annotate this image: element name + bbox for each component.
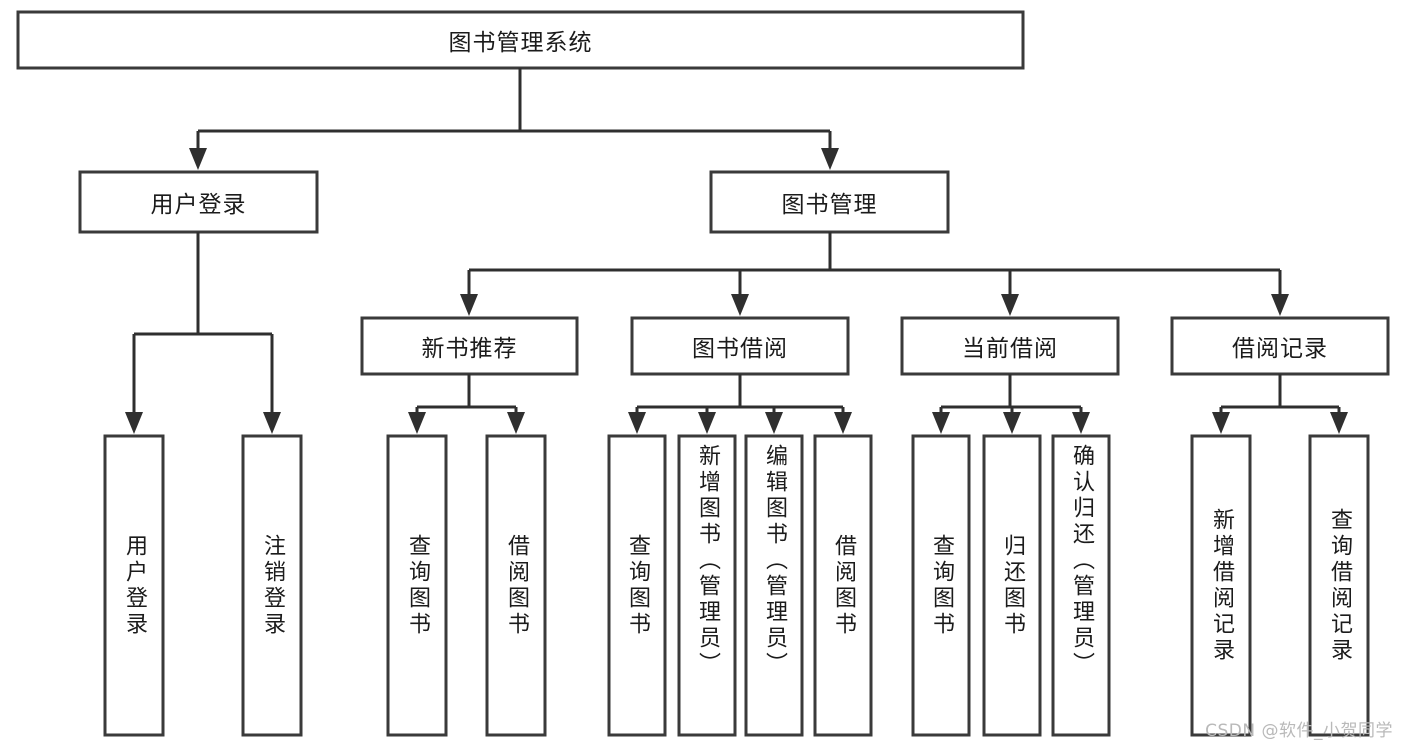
node-box-leaf-add-record[interactable]	[1190, 434, 1252, 737]
node-box-leaf-query-book-1[interactable]	[386, 434, 448, 737]
node-box-user-login[interactable]	[78, 170, 319, 234]
node-box-root[interactable]	[16, 10, 1025, 70]
node-box-leaf-user-login[interactable]	[103, 434, 165, 737]
node-box-book-manage[interactable]	[709, 170, 950, 234]
connector-book-manage-to-level3	[460, 232, 1289, 316]
connector-borrow-record-to-leaves	[1212, 374, 1348, 434]
node-box-book-borrow[interactable]	[630, 316, 850, 376]
node-box-current-borrow[interactable]	[900, 316, 1120, 376]
connector-book-borrow-to-leaves	[628, 374, 852, 434]
node-box-leaf-query-book-2[interactable]	[607, 434, 667, 737]
node-box-leaf-borrow-book-2[interactable]	[813, 434, 873, 737]
node-box-leaf-edit-book[interactable]	[744, 434, 804, 737]
node-box-new-book-recommend[interactable]	[360, 316, 579, 376]
connector-current-borrow-to-leaves	[932, 374, 1090, 434]
node-box-leaf-return-book[interactable]	[982, 434, 1042, 737]
node-box-leaf-add-book[interactable]	[677, 434, 737, 737]
csdn-watermark: CSDN @软件_小贺同学	[1205, 721, 1393, 741]
connector-root-to-level2	[189, 68, 839, 170]
node-box-leaf-user-logout[interactable]	[241, 434, 303, 737]
node-box-borrow-record[interactable]	[1170, 316, 1390, 376]
node-box-leaf-query-book-3[interactable]	[911, 434, 971, 737]
connector-user-login-to-leaves	[125, 232, 281, 434]
node-box-leaf-borrow-book-1[interactable]	[485, 434, 547, 737]
node-box-leaf-confirm-return[interactable]	[1051, 434, 1111, 737]
connector-new-book-recommend-to-leaves	[408, 374, 525, 434]
node-box-leaf-query-record[interactable]	[1308, 434, 1370, 737]
